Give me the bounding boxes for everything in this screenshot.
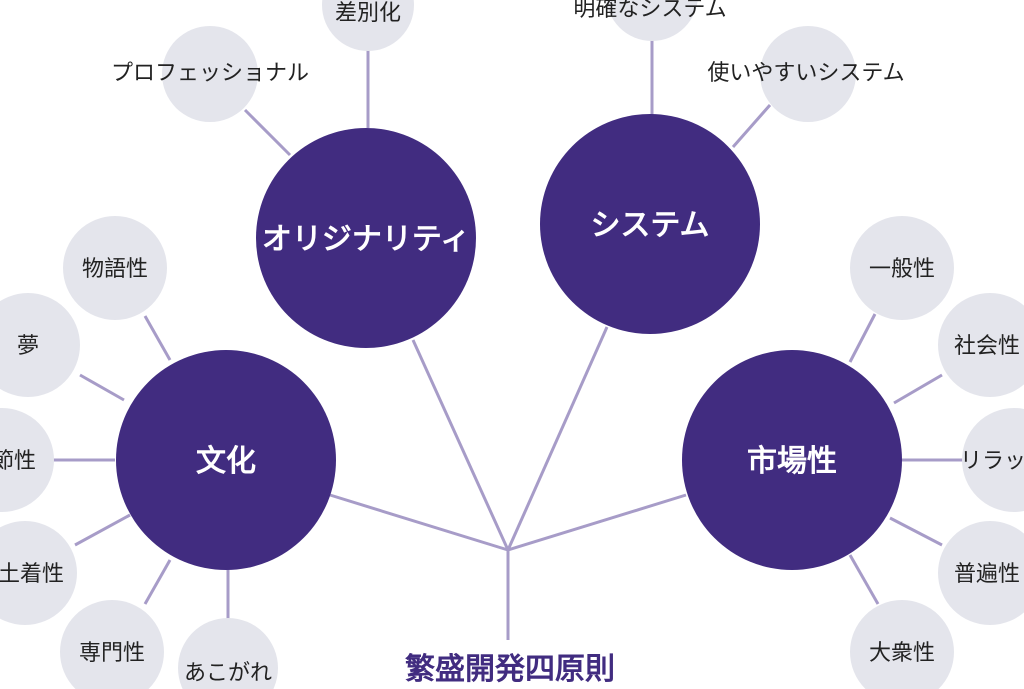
bubble-story (63, 216, 167, 320)
branch-culture (329, 493, 509, 552)
bubble-universal (938, 521, 1024, 625)
branch-originality (411, 339, 510, 551)
bubble-general (850, 216, 954, 320)
spoke-story (143, 315, 172, 361)
bubble-relax (962, 408, 1024, 512)
label-universal: 普遍性 (954, 562, 1020, 587)
spoke-social (893, 373, 943, 405)
spoke-local (74, 513, 131, 547)
label-dream: 夢 (17, 334, 39, 359)
bubble-social (938, 293, 1024, 397)
bubble-dream (0, 293, 80, 397)
label-usable-system: 使いやすいシステム (707, 61, 904, 86)
label-differentiation: 差別化 (335, 1, 401, 26)
spoke-mass (848, 554, 880, 605)
label-expertise: 専門性 (79, 641, 145, 666)
bubble-local (0, 521, 77, 625)
spoke-dream (79, 373, 125, 402)
bubble-expertise (60, 600, 164, 689)
label-story: 物語性 (82, 257, 148, 282)
spoke-professional (243, 108, 292, 157)
label-originality: オリジナリティ (262, 222, 470, 257)
bubble-season (0, 408, 54, 512)
label-system: システム (590, 208, 709, 243)
bubble-mass (850, 600, 954, 689)
label-relax: リラッ (960, 449, 1024, 474)
node-system (540, 114, 760, 334)
bubble-differentiation (322, 0, 414, 51)
bubble-usable-system (760, 26, 856, 122)
spoke-universal (889, 516, 943, 547)
label-market: 市場性 (747, 444, 837, 479)
branch-market (507, 493, 687, 552)
node-market (682, 350, 902, 570)
bubble-professional (162, 26, 258, 122)
label-social: 社会性 (954, 334, 1020, 359)
label-culture: 文化 (196, 444, 256, 479)
node-culture (116, 350, 336, 570)
node-originality (256, 128, 476, 348)
label-clear-system: 明確なシステム (573, 0, 726, 22)
bubble-clear-system (606, 0, 698, 41)
label-mass: 大衆性 (869, 641, 935, 666)
label-professional: プロフェッショナル (111, 61, 309, 86)
label-season: 節性 (0, 449, 36, 474)
label-longing: あこがれ (184, 661, 272, 686)
label-local: 土着性 (0, 562, 64, 587)
bubble-longing (178, 618, 278, 689)
spoke-usable-system (731, 104, 772, 148)
diagram-title: 繁盛開発四原則 (405, 652, 615, 687)
label-general: 一般性 (869, 257, 935, 282)
branch-system (506, 326, 609, 551)
spoke-general (848, 313, 877, 363)
spoke-expertise (143, 559, 172, 605)
